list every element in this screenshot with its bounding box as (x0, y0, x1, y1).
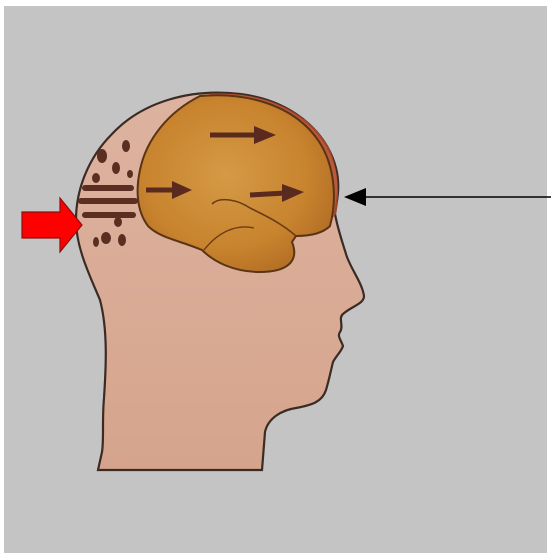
black-pointer-arrow-icon (344, 188, 551, 206)
red-block-arrow-icon (22, 198, 82, 252)
